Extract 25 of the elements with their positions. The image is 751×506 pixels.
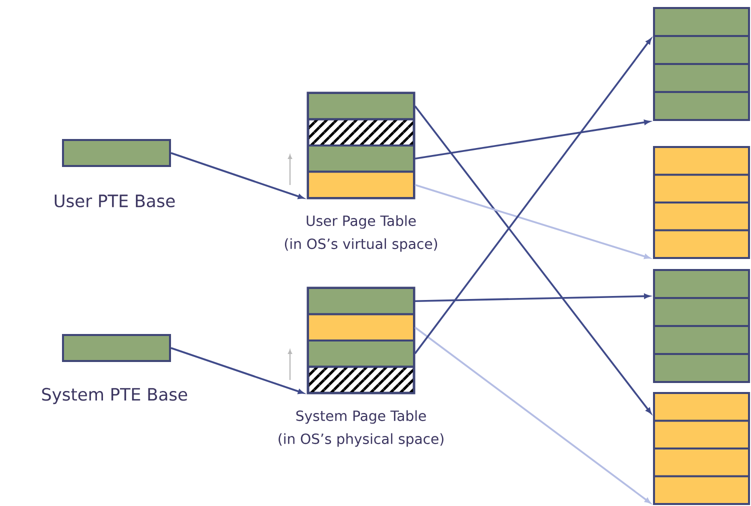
- table-entry: [307, 340, 415, 368]
- page-frame: [653, 269, 750, 383]
- register-label: System PTE Base: [42, 388, 188, 404]
- table-entry: [307, 92, 415, 120]
- table-entry: [307, 170, 415, 199]
- table-caption: User Page Table: [306, 215, 416, 229]
- arrow: [414, 184, 650, 259]
- table-entry: [307, 287, 415, 316]
- table-caption: System Page Table: [296, 410, 426, 424]
- arrow: [414, 120, 650, 160]
- table-caption: (in OS’s virtual space): [284, 238, 438, 252]
- table-entry: [307, 366, 415, 394]
- arrow: [414, 326, 651, 504]
- arrow: [414, 294, 650, 302]
- arrow: [170, 347, 304, 394]
- table-caption: (in OS’s physical space): [278, 433, 444, 447]
- page-frame: [653, 146, 750, 259]
- table-entry: [307, 313, 415, 342]
- table-entry: [307, 144, 415, 173]
- arrow: [414, 106, 652, 414]
- register-label: User PTE Base: [54, 194, 175, 208]
- arrow: [414, 38, 652, 354]
- page-frame: [653, 7, 750, 121]
- arrow: [170, 152, 304, 199]
- page-frame: [653, 392, 750, 505]
